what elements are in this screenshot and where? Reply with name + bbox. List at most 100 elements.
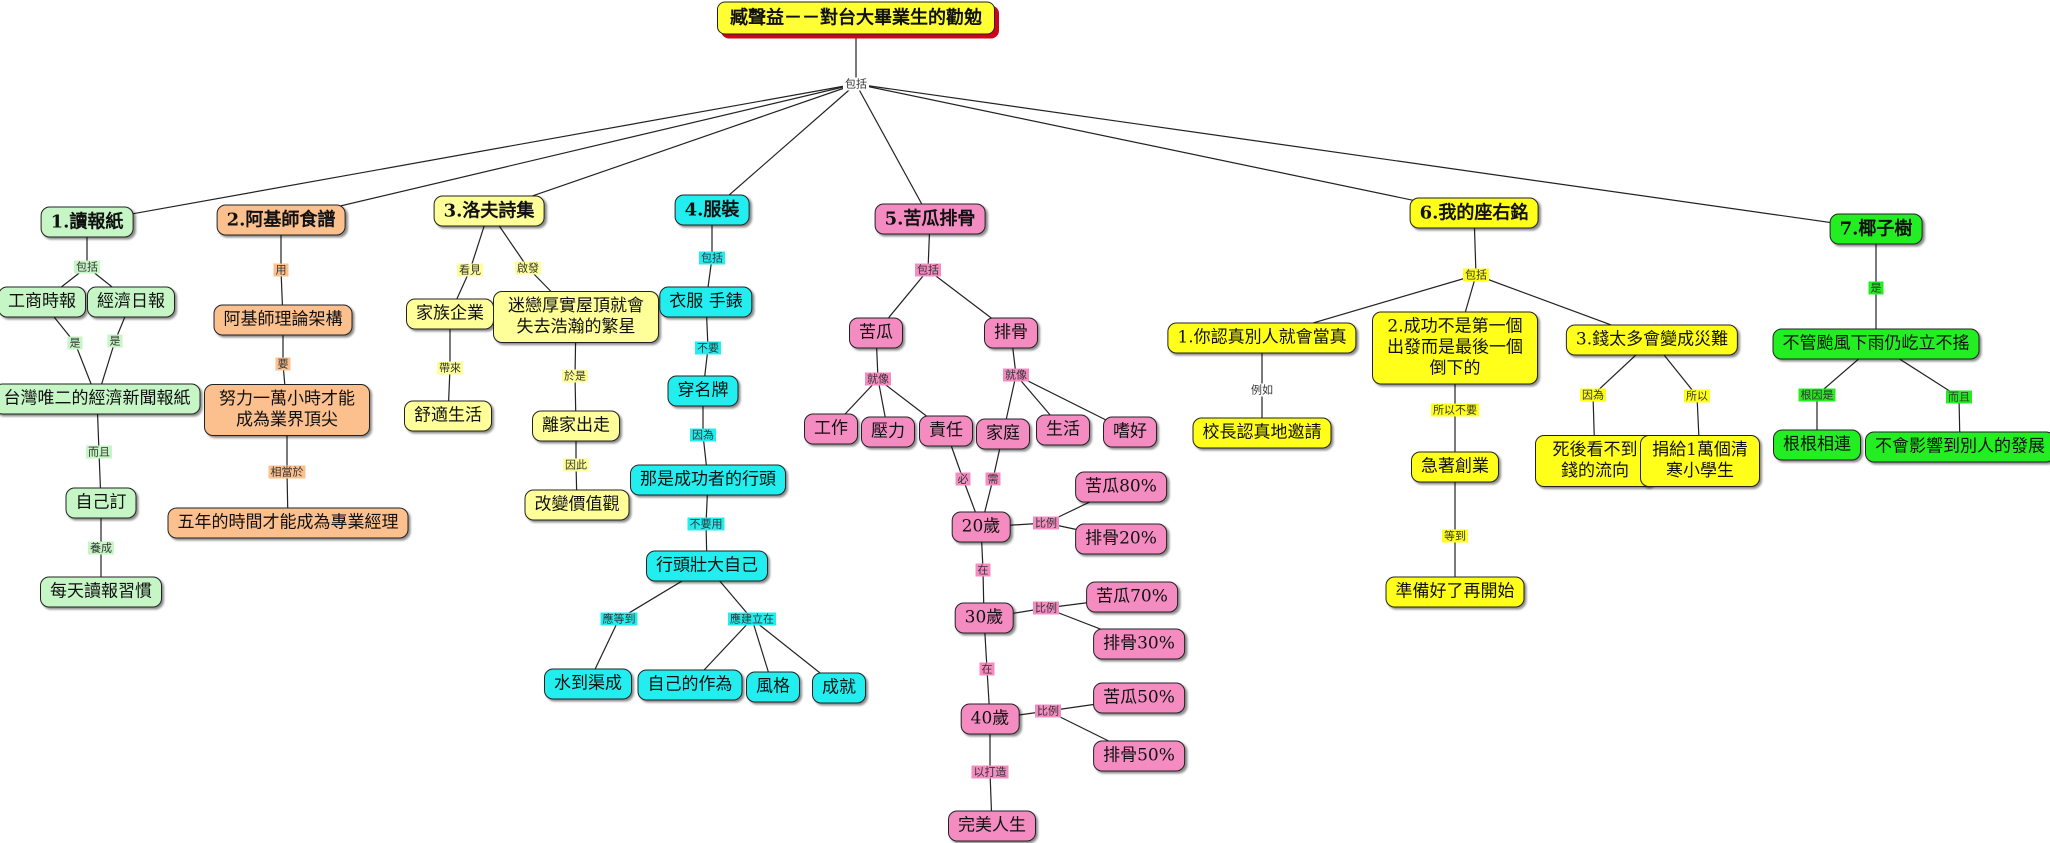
concept-node[interactable]: 舒適生活 [404, 400, 492, 432]
category-node[interactable]: 7.椰子樹 [1829, 213, 1923, 245]
concept-node[interactable]: 排骨20% [1075, 523, 1167, 555]
concept-node[interactable]: 2.成功不是第一個出發而是最後一個倒下的 [1372, 311, 1538, 385]
concept-node[interactable]: 苦瓜70% [1086, 581, 1178, 613]
map-title[interactable]: 臧聲益－－對台大畢業生的勸勉 [717, 1, 995, 35]
concept-node[interactable]: 行頭壯大自己 [646, 550, 768, 582]
concept-node[interactable]: 改變價值觀 [524, 489, 630, 521]
concept-node[interactable]: 排骨50% [1093, 740, 1185, 772]
category-node[interactable]: 5.苦瓜排骨 [874, 203, 986, 235]
link-label: 而且 [1946, 390, 1972, 404]
concept-node[interactable]: 根根相連 [1773, 429, 1861, 461]
link-label: 包括 [1463, 268, 1489, 282]
concept-node[interactable]: 捐給1萬個清寒小學生 [1640, 435, 1760, 487]
concept-node[interactable]: 生活 [1036, 414, 1090, 446]
link-label: 而且 [86, 445, 112, 459]
link-label: 要 [275, 357, 291, 371]
link-label: 養成 [88, 541, 114, 555]
link-label: 用 [273, 263, 289, 277]
link-label: 以打造 [971, 765, 1009, 779]
link-label: 必 [955, 472, 971, 486]
concept-node[interactable]: 家族企業 [406, 298, 494, 330]
link-label: 例如 [1249, 383, 1275, 397]
concept-node[interactable]: 水到渠成 [544, 668, 632, 700]
concept-node[interactable]: 五年的時間才能成為專業經理 [167, 507, 409, 539]
connector-line [86, 83, 857, 223]
concept-node[interactable]: 努力一萬小時才能成為業界頂尖 [204, 384, 370, 436]
concept-node[interactable]: 阿基師理論架構 [213, 304, 353, 336]
concept-node[interactable]: 校長認真地邀請 [1192, 417, 1332, 449]
connector-line [280, 83, 857, 221]
concept-node[interactable]: 苦瓜80% [1075, 471, 1167, 503]
connector-line [711, 83, 857, 211]
link-label: 比例 [1033, 516, 1059, 530]
link-label: 啟發 [515, 261, 541, 275]
concept-node[interactable]: 1.你認真別人就會當真 [1167, 322, 1357, 354]
connector-line [855, 83, 931, 220]
link-label: 比例 [1033, 601, 1059, 615]
concept-node[interactable]: 完美人生 [948, 810, 1036, 842]
concept-node[interactable]: 穿名牌 [667, 375, 739, 407]
link-label: 包括 [699, 251, 725, 265]
category-node[interactable]: 6.我的座右銘 [1409, 197, 1539, 229]
link-label: 因此 [563, 458, 589, 472]
link-label: 應建立在 [728, 612, 776, 626]
link-label: 包括 [915, 263, 941, 277]
concept-node[interactable]: 30歲 [954, 602, 1014, 634]
concept-node[interactable]: 迷戀厚實屋頂就會失去浩瀚的繁星 [493, 291, 659, 343]
concept-node[interactable]: 台灣唯二的經濟新聞報紙 [0, 383, 201, 415]
concept-node[interactable]: 苦瓜 [849, 317, 903, 349]
link-label: 是 [1868, 281, 1884, 295]
category-node[interactable]: 2.阿基師食譜 [216, 204, 346, 236]
connector-line [488, 83, 857, 212]
concept-node[interactable]: 壓力 [861, 416, 915, 448]
link-label: 在 [975, 563, 991, 577]
connector-line [855, 83, 1475, 214]
concept-node[interactable]: 死後看不到錢的流向 [1535, 435, 1655, 487]
concept-node[interactable]: 自己訂 [65, 487, 137, 519]
link-label: 不要用 [687, 517, 725, 531]
concept-node[interactable]: 風格 [746, 671, 800, 703]
concept-node[interactable]: 工作 [804, 413, 858, 445]
concept-node[interactable]: 苦瓜50% [1093, 682, 1185, 714]
concept-node[interactable]: 經濟日報 [87, 286, 175, 318]
link-label: 等到 [1442, 529, 1468, 543]
link-label: 需 [985, 472, 1001, 486]
concept-node[interactable]: 不管颱風下雨仍屹立不搖 [1772, 328, 1980, 360]
concept-node[interactable]: 成就 [812, 672, 866, 704]
concept-node[interactable]: 家庭 [976, 418, 1030, 450]
link-label: 是 [67, 336, 83, 350]
concept-node[interactable]: 工商時報 [0, 286, 86, 318]
concept-node[interactable]: 那是成功者的行頭 [630, 464, 786, 496]
link-label: 看見 [457, 263, 483, 277]
concept-node[interactable]: 離家出走 [532, 410, 620, 442]
link-label: 於是 [562, 369, 588, 383]
link-label: 包括 [74, 260, 100, 274]
link-label: 所以 [1684, 389, 1710, 403]
concept-node[interactable]: 自己的作為 [637, 669, 743, 701]
link-label: 比例 [1035, 704, 1061, 718]
concept-node[interactable]: 排骨 [984, 317, 1038, 349]
link-label: 因為 [1580, 388, 1606, 402]
concept-node[interactable]: 急著創業 [1411, 451, 1499, 483]
concept-node[interactable]: 準備好了再開始 [1385, 576, 1525, 608]
link-label: 因為 [690, 428, 716, 442]
concept-node[interactable]: 40歲 [960, 703, 1020, 735]
category-node[interactable]: 1.讀報紙 [40, 206, 134, 238]
concept-node[interactable]: 排骨30% [1093, 628, 1185, 660]
connector-line [855, 83, 1877, 230]
concept-node[interactable]: 不會影響到別人的發展 [1865, 431, 2050, 463]
concept-node[interactable]: 嗜好 [1103, 416, 1157, 448]
concept-node[interactable]: 3.錢太多會變成災難 [1565, 324, 1739, 356]
link-label: 是 [107, 334, 123, 348]
concept-node[interactable]: 每天讀報習慣 [40, 576, 162, 608]
concept-node[interactable]: 20歲 [951, 511, 1011, 543]
concept-node[interactable]: 責任 [919, 415, 973, 447]
link-label: 所以不要 [1431, 403, 1479, 417]
link-label: 相當於 [268, 465, 306, 479]
concept-node[interactable]: 衣服 手錶 [659, 286, 753, 318]
link-label: 就像 [865, 372, 891, 386]
category-node[interactable]: 3.洛夫詩集 [433, 195, 545, 227]
link-label: 就像 [1003, 368, 1029, 382]
link-label: 不要 [695, 341, 721, 355]
category-node[interactable]: 4.服裝 [674, 194, 750, 226]
